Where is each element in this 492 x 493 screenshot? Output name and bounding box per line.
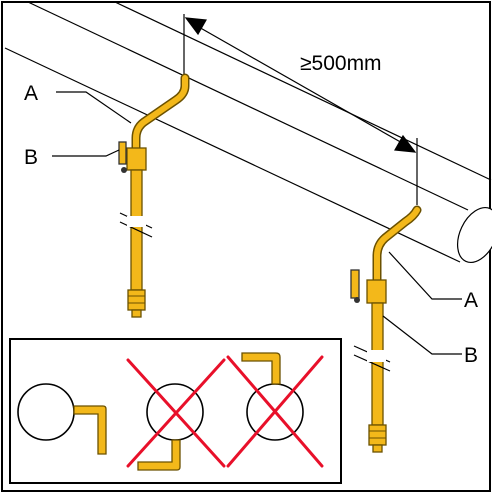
valve-body [366, 279, 387, 304]
dimension-arrow-end [394, 134, 417, 153]
label-a-left: A [24, 82, 38, 105]
option-wrong-top [226, 352, 324, 468]
option-wrong-bottom [126, 358, 226, 471]
valve-handle [350, 269, 360, 299]
tap-assembly-left [118, 73, 190, 318]
dimension-marker [183, 14, 418, 205]
dimension-label: ≥500mm [300, 52, 382, 75]
label-b-left: B [24, 146, 38, 169]
cross-mark [226, 355, 324, 468]
tap-assembly-right [350, 205, 422, 453]
valve-body [126, 147, 147, 171]
option-correct [17, 383, 107, 455]
cross-mark [126, 358, 226, 468]
fitting-nut [127, 289, 146, 311]
pipe-end [456, 207, 492, 263]
fitting-nut [368, 424, 387, 446]
dimension-arrow-start [184, 17, 207, 36]
orientation-inset [9, 338, 342, 484]
label-b-right: B [464, 344, 478, 367]
valve-handle [118, 141, 127, 165]
label-a-right: A [464, 289, 478, 312]
main-pipe [4, 1, 492, 263]
callouts [52, 91, 462, 355]
